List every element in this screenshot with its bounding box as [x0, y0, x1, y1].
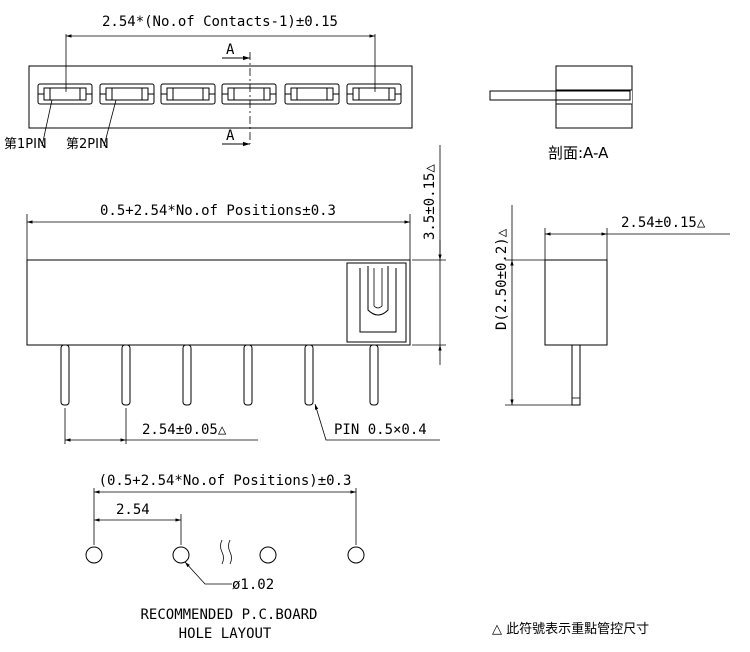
pin1-label: 第1PIN	[4, 137, 47, 152]
pcb-hole	[259, 546, 277, 564]
pcb-hole	[172, 546, 190, 564]
section-mark-top: A	[226, 42, 235, 58]
pcb-title-line2: HOLE LAYOUT	[179, 626, 272, 642]
pcb-hole-dimension: ø1.02	[232, 577, 274, 593]
pin	[369, 344, 379, 406]
front-height-dimension: 3.5±0.15△	[422, 164, 438, 240]
side-width-dimension: 2.54±0.15△	[621, 215, 706, 231]
pin	[121, 344, 131, 406]
pin-pitch-dimension: 2.54±0.05△	[142, 422, 227, 438]
pin2-leader	[103, 99, 117, 147]
pin	[60, 344, 70, 406]
cutaway-section	[346, 262, 407, 343]
break-symbol	[220, 539, 232, 565]
pin-callout: PIN 0.5×0.4	[334, 422, 427, 438]
contact	[160, 83, 216, 105]
contact	[99, 83, 155, 105]
section-mark-bottom: A	[226, 128, 235, 144]
pin1-leader	[41, 99, 53, 147]
pin	[243, 344, 253, 406]
pcb-overall-dimension: (0.5+2.54*No.of Positions)±0.3	[99, 473, 352, 489]
legend-note: △ 此符號表示重點管控尺寸	[492, 621, 649, 637]
side-height-dimension: D(2.50±0.2)△	[494, 228, 510, 330]
hole-dim-leader	[184, 561, 232, 585]
pcb-pitch-dimension: 2.54	[116, 502, 150, 518]
side-pin	[571, 344, 581, 406]
pcb-hole	[347, 546, 365, 564]
front-housing	[26, 259, 411, 346]
top-view: 2.54*(No.of Contacts-1)±0.15	[4, 14, 413, 152]
pin2-label: 第2PIN	[66, 137, 109, 152]
pins	[60, 344, 379, 406]
section-view: 剖面:A-A	[489, 65, 633, 162]
pin-callout-leader	[314, 403, 440, 441]
side-view: 2.54±0.15△ D(2.50±0.2)△	[494, 205, 730, 406]
pin	[182, 344, 192, 406]
section-caption: 剖面:A-A	[548, 144, 609, 162]
pcb-hole	[85, 546, 103, 564]
contacts-row	[37, 83, 402, 105]
section-contact	[489, 90, 631, 101]
contact	[37, 83, 93, 105]
front-length-dimension: 0.5+2.54*No.of Positions±0.3	[100, 203, 336, 219]
front-view: 0.5+2.54*No.of Positions±0.3 2.54±0.05△ …	[26, 145, 446, 444]
contact	[346, 83, 402, 105]
contact	[221, 83, 277, 105]
housing-outline	[28, 65, 413, 129]
pcb-title-line1: RECOMMENDED P.C.BOARD	[140, 607, 317, 623]
pcb-layout: (0.5+2.54*No.of Positions)±0.3 2.54 ø1.0…	[85, 473, 365, 642]
contact	[284, 83, 340, 105]
pin	[304, 344, 314, 406]
top-pitch-dimension: 2.54*(No.of Contacts-1)±0.15	[102, 14, 338, 30]
side-housing	[544, 259, 608, 346]
